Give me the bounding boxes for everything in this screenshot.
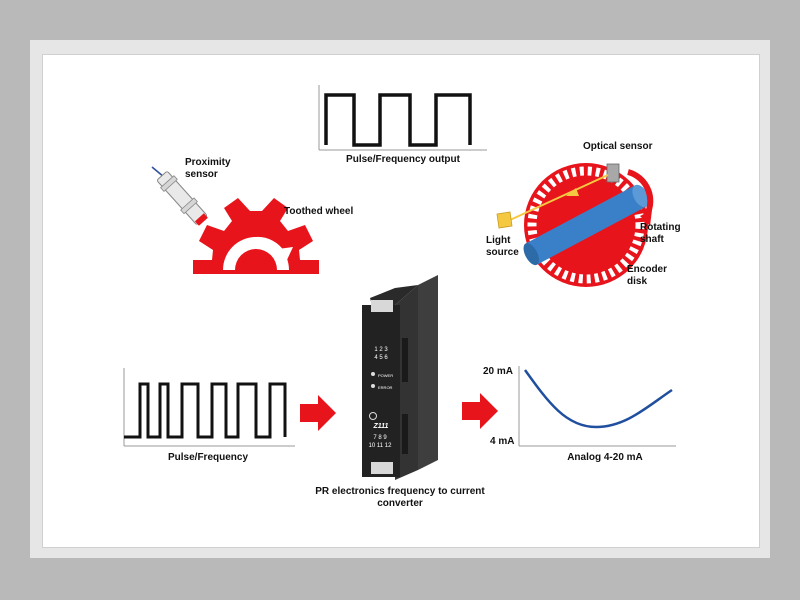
encoder-disk-label: Encoder disk <box>627 264 668 287</box>
device-terminals-top: 1 2 3 4 5 6 <box>366 346 396 362</box>
device-terminals-bottom: 7 8 9 10 11 12 <box>363 434 397 450</box>
proximity-sensor-icon <box>151 166 208 226</box>
terminal-row: 4 5 6 <box>374 355 388 361</box>
arrow-right-icon <box>462 393 498 429</box>
optical-sensor-label: Optical sensor <box>583 141 653 152</box>
device-model-label: Z111 <box>373 423 389 430</box>
analog-output-plot <box>518 366 676 447</box>
led-power-label: POWER <box>378 373 394 378</box>
rotating-shaft-label: Rotating shaft <box>640 222 681 245</box>
light-source-label: Light source <box>486 235 519 258</box>
arrow-right-icon <box>300 395 336 431</box>
pulse-input-label: Pulse/Frequency <box>167 452 249 463</box>
optical-encoder-icon <box>496 163 654 287</box>
toothed-wheel-icon <box>193 198 319 274</box>
ma-high-label: 20 mA <box>483 366 514 377</box>
terminal-row: 7 8 9 <box>373 435 387 441</box>
led-error-label: ERROR <box>378 385 393 390</box>
toothed-wheel-label: Toothed wheel <box>284 206 354 217</box>
pulse-output-label: Pulse/Frequency output <box>346 154 460 165</box>
converter-label: PR electronics frequency to current conv… <box>315 486 485 509</box>
ma-low-label: 4 mA <box>490 436 515 447</box>
device-leds: POWER ERROR <box>378 370 393 394</box>
pulse-output-waveform <box>318 85 487 151</box>
pulse-input-waveform <box>123 368 295 447</box>
analog-output-label: Analog 4-20 mA <box>567 452 643 463</box>
converter-device <box>362 275 438 480</box>
terminal-row: 1 2 3 <box>374 347 388 353</box>
terminal-row: 10 11 12 <box>368 443 392 449</box>
proximity-sensor-label: Proximity sensor <box>185 157 231 180</box>
